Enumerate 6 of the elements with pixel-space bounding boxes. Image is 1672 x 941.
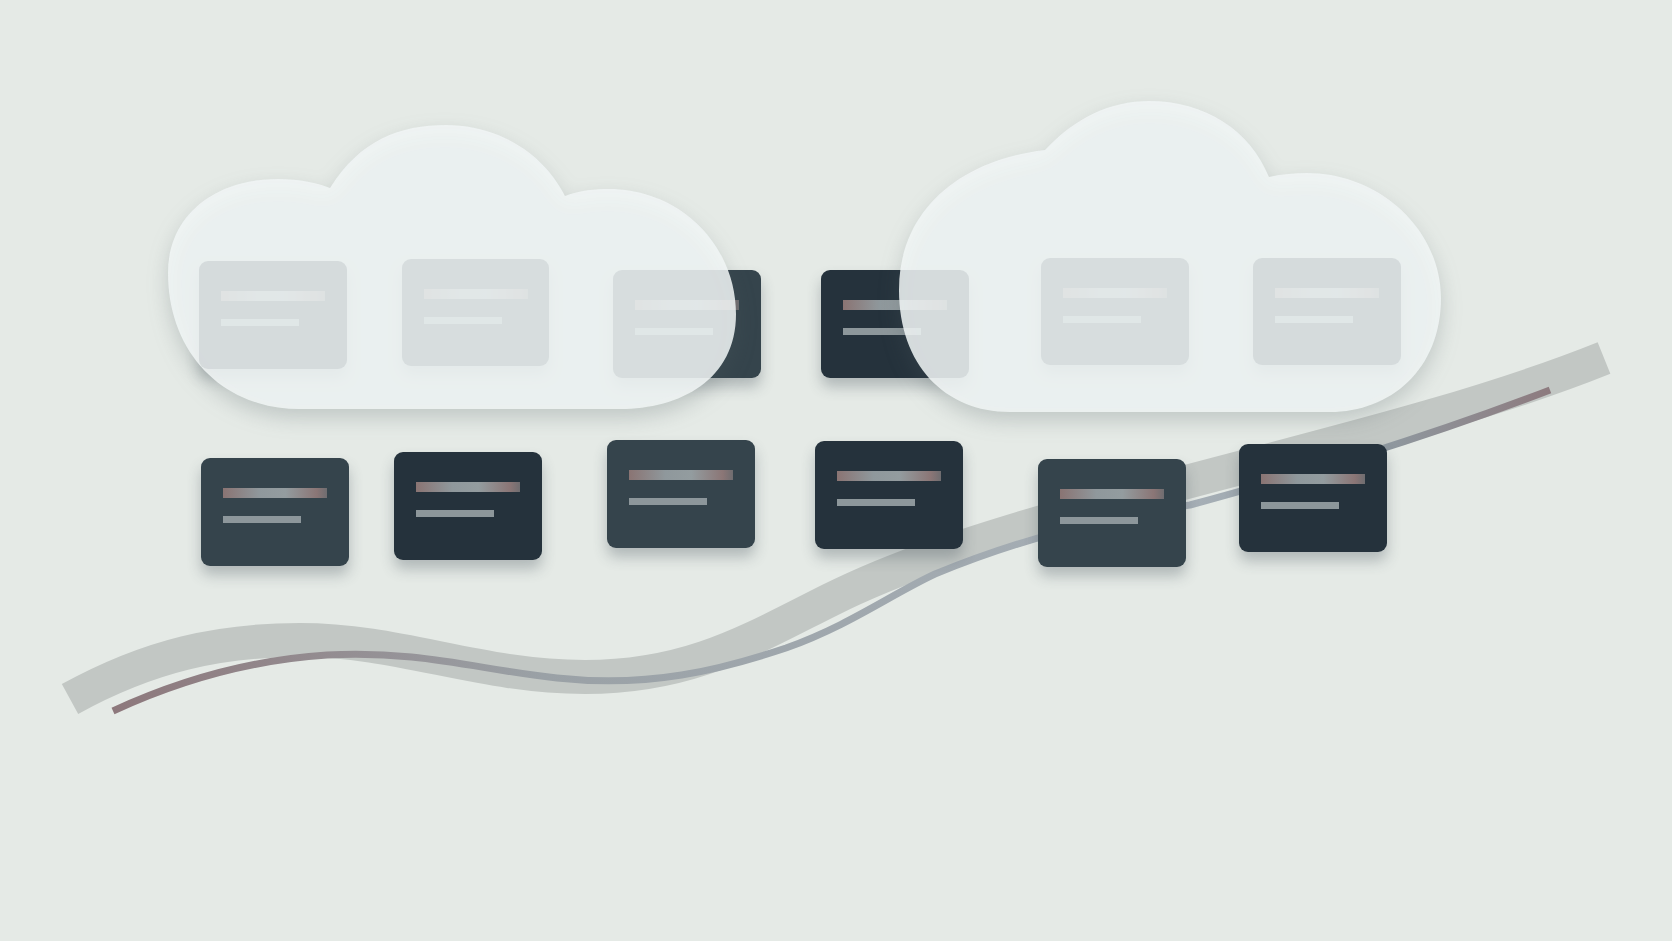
placeholder-card	[201, 458, 349, 566]
placeholder-card	[394, 452, 542, 560]
placeholder-card	[1038, 459, 1186, 567]
placeholder-card	[607, 440, 755, 548]
placeholder-card	[1239, 444, 1387, 552]
placeholder-card	[815, 441, 963, 549]
